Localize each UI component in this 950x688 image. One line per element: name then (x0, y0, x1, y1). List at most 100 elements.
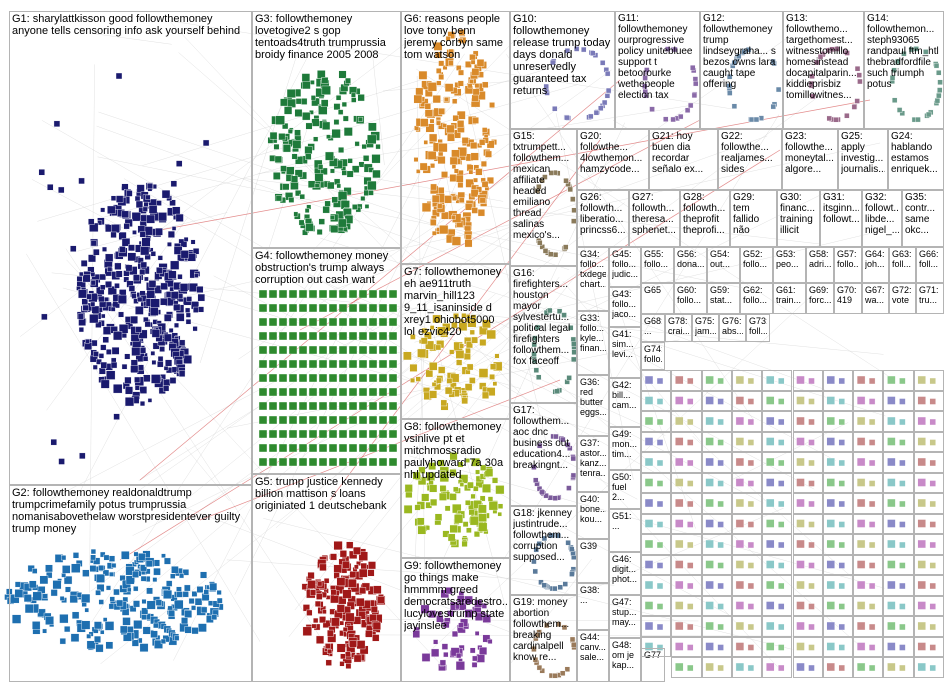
node-g1[interactable] (183, 236, 189, 242)
node-g1[interactable] (76, 276, 83, 282)
node-g1[interactable] (185, 307, 191, 313)
node-g3[interactable] (282, 144, 291, 153)
group-box-g10[interactable]: G10: followthemoney release trump today … (510, 11, 615, 129)
node-g2[interactable] (182, 591, 189, 598)
node-g2[interactable] (140, 575, 147, 582)
node-g1[interactable] (111, 346, 120, 355)
node-g3[interactable] (311, 118, 320, 127)
group-box-tiny[interactable] (853, 575, 884, 596)
group-box-tiny[interactable] (641, 575, 672, 596)
group-box-tiny[interactable] (822, 390, 854, 411)
node-g3[interactable] (293, 211, 299, 217)
node-g2[interactable] (176, 591, 183, 598)
node-g1[interactable] (185, 312, 191, 318)
group-box-g55[interactable]: G55: follo... (641, 247, 674, 283)
node-g1[interactable] (90, 240, 97, 247)
node-g2[interactable] (133, 551, 139, 557)
node-g1[interactable] (107, 205, 116, 215)
group-box-tiny[interactable] (641, 554, 672, 575)
node-g2[interactable] (145, 560, 153, 568)
node-g1[interactable] (194, 273, 199, 278)
node-g2[interactable] (96, 573, 105, 583)
node-g2[interactable] (42, 593, 48, 599)
node-g3[interactable] (302, 229, 308, 236)
group-box-tiny[interactable] (883, 472, 914, 493)
node-g2[interactable] (14, 581, 21, 588)
node-g2[interactable] (209, 582, 218, 591)
group-box-tiny[interactable] (792, 657, 823, 678)
group-box-tiny[interactable] (853, 595, 884, 616)
node-g3[interactable] (322, 121, 331, 130)
node-g1[interactable] (113, 331, 123, 341)
group-box-tiny[interactable] (913, 370, 944, 391)
group-box-tiny[interactable] (883, 534, 914, 555)
node-g1[interactable] (197, 306, 205, 313)
node-g1[interactable] (82, 304, 89, 311)
group-box-g23[interactable]: G23: followthe... moneytal... algore... (782, 129, 838, 190)
node-g1[interactable] (144, 276, 149, 282)
node-g2[interactable] (99, 551, 106, 558)
node-g1[interactable] (124, 376, 132, 384)
group-box-tiny[interactable] (671, 554, 702, 575)
node-g1[interactable] (90, 272, 96, 277)
node-g2[interactable] (71, 611, 80, 620)
group-box-g25[interactable]: G25: apply investig... journalis... (838, 129, 888, 190)
node-g3[interactable] (295, 190, 302, 197)
node-g1[interactable] (167, 241, 172, 247)
node-g1[interactable] (110, 231, 117, 238)
group-box-g36[interactable]: G36: red butter eggs... (577, 375, 609, 436)
node-g2[interactable] (146, 587, 153, 595)
group-box-tiny[interactable] (641, 534, 672, 555)
node-g1[interactable] (163, 365, 169, 371)
node-g1[interactable] (169, 199, 176, 206)
node-g1[interactable] (125, 264, 133, 272)
group-box-g64[interactable]: G64: joh... (862, 247, 889, 283)
group-box-g65[interactable]: G65 (641, 283, 674, 314)
group-box-tiny[interactable] (853, 554, 884, 575)
node-g1[interactable] (123, 276, 130, 283)
node-g3[interactable] (375, 144, 381, 150)
group-box-tiny[interactable] (883, 452, 914, 473)
node-g3[interactable] (282, 183, 290, 191)
group-box-g69[interactable]: G69: forc... (806, 283, 834, 314)
group-box-g15[interactable]: G15: txtrumpett... followthem... mexican… (510, 129, 577, 266)
group-box-g6[interactable]: G6: reasons people love tony benn jeremy… (401, 11, 510, 264)
node-g1[interactable] (93, 351, 99, 357)
node-g3[interactable] (372, 169, 381, 179)
group-box-g67[interactable]: G67: wa... (862, 283, 889, 314)
group-box-g37[interactable]: G37: astor... kanz... tenra... (577, 436, 609, 492)
group-box-tiny[interactable] (822, 472, 854, 493)
group-box-tiny[interactable] (792, 411, 823, 432)
node-g1[interactable] (121, 210, 129, 219)
group-box-tiny[interactable] (731, 513, 763, 534)
node-g2[interactable] (191, 627, 199, 635)
node-g1[interactable] (175, 213, 184, 222)
node-g3[interactable] (287, 128, 293, 134)
node-g1[interactable] (146, 290, 156, 299)
node-g3[interactable] (313, 136, 319, 142)
node-g2[interactable] (196, 586, 204, 593)
group-box-tiny[interactable] (641, 431, 672, 452)
node-g1[interactable] (167, 230, 175, 238)
node-g1[interactable] (113, 383, 123, 394)
node-g1[interactable] (93, 248, 100, 256)
node-g2[interactable] (127, 587, 132, 593)
group-box-tiny[interactable] (701, 431, 732, 452)
group-box-tiny[interactable] (853, 616, 884, 637)
group-box-tiny[interactable] (822, 575, 854, 596)
group-box-tiny[interactable] (913, 616, 944, 637)
node-g1[interactable] (90, 301, 96, 307)
node-g3[interactable] (280, 98, 288, 107)
node-g2[interactable] (82, 569, 90, 577)
node-g3[interactable] (357, 94, 365, 102)
node-g2[interactable] (133, 600, 140, 608)
group-box-tiny[interactable] (913, 431, 944, 452)
node-g1[interactable] (127, 252, 137, 262)
node-g2[interactable] (102, 569, 110, 577)
group-box-g8[interactable]: G8: followthemoney vsinlive pt et mitchm… (401, 419, 510, 558)
node-g1[interactable] (173, 303, 181, 311)
group-box-tiny[interactable] (883, 431, 914, 452)
group-box-tiny[interactable] (883, 370, 914, 391)
group-box-tiny[interactable] (853, 657, 884, 678)
node-g1[interactable] (173, 322, 179, 328)
